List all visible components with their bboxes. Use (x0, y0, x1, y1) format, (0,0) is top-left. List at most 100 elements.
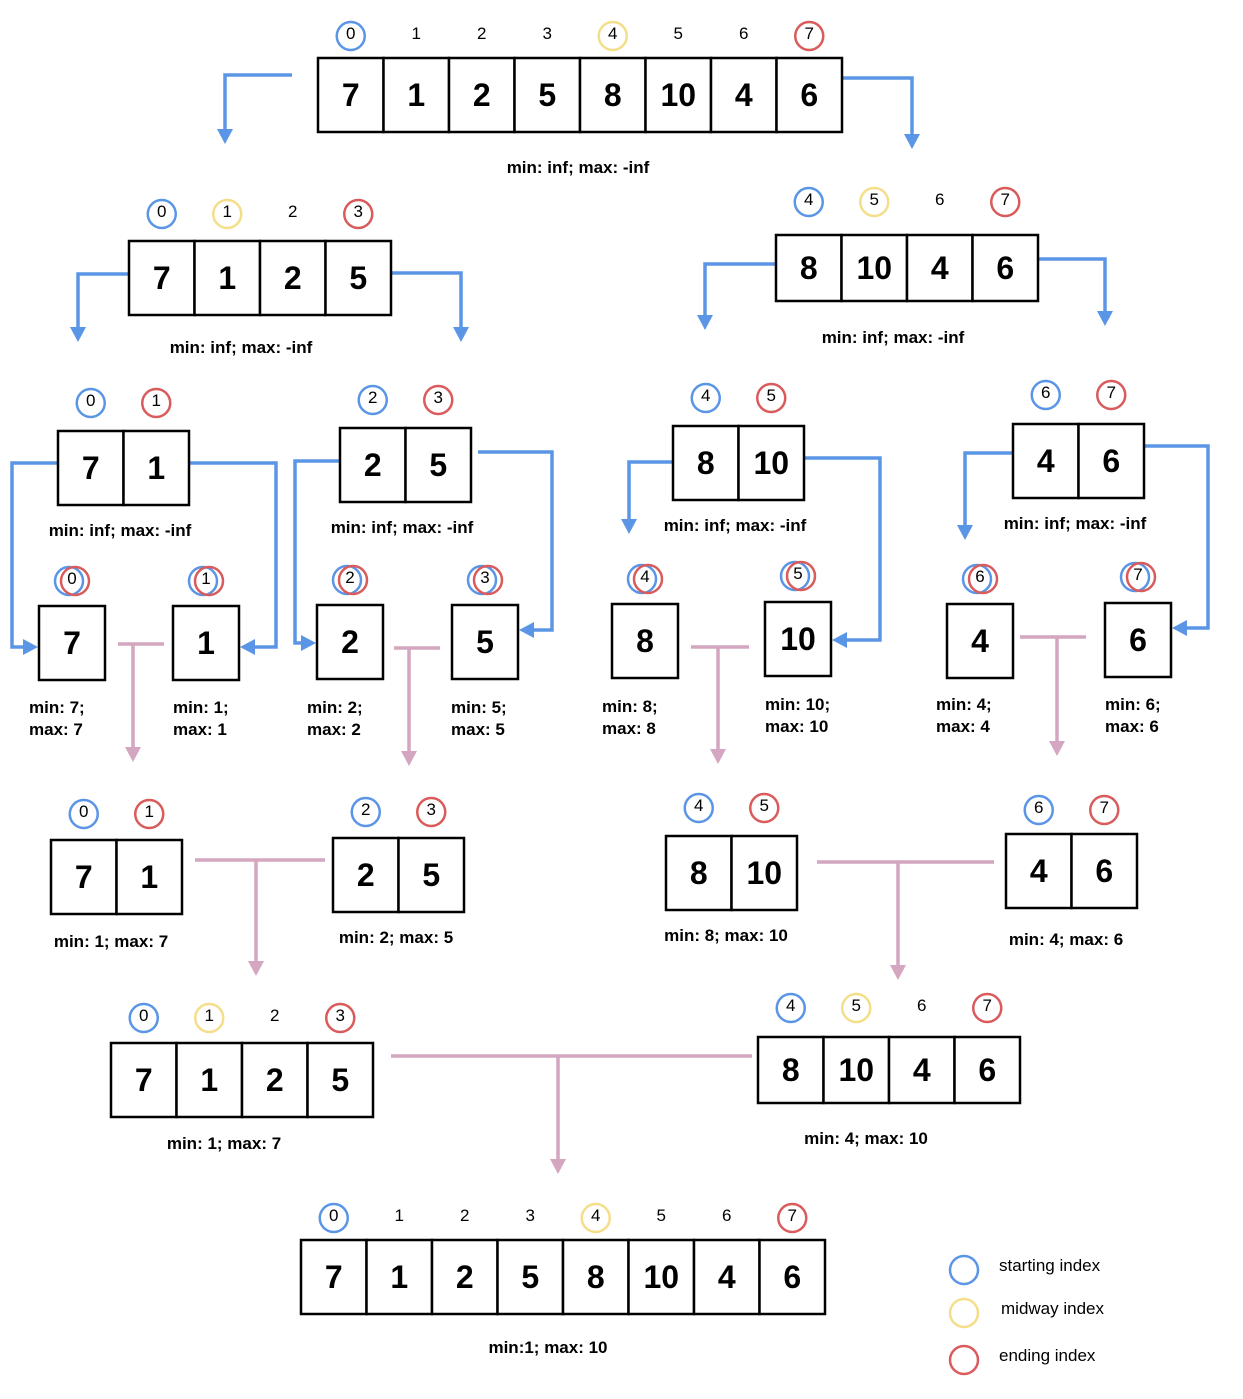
start-index-marker (690, 382, 721, 414)
end-index-marker (794, 20, 825, 52)
cell-value: 4 (971, 623, 989, 659)
array-cell (299, 1238, 368, 1316)
end-index-marker (59, 565, 91, 597)
minmax-label: min: inf; max: -inf (49, 521, 192, 540)
start-index-marker (775, 992, 806, 1024)
connector-line (478, 450, 554, 632)
minmax-label: min: 4; max: 6 (1009, 930, 1123, 949)
cell-value: 2 (341, 624, 359, 660)
array-cell (49, 838, 118, 916)
index-label: 7 (1133, 565, 1142, 584)
end-index-marker (785, 560, 817, 592)
minmax-label: min: 4;max: 4 (936, 695, 992, 736)
end-index-marker (1125, 561, 1157, 593)
cell-value: 5 (349, 260, 367, 296)
minmax-label-line: min: 10; (765, 695, 830, 714)
minmax-label-line: min: inf; max: -inf (170, 338, 313, 357)
array-cell (122, 429, 191, 507)
start-index-marker (357, 384, 388, 416)
arrow-head (125, 747, 141, 762)
index-label: 1 (145, 802, 154, 821)
cell-value: 2 (266, 1062, 284, 1098)
index-label: 3 (480, 568, 489, 587)
index-label: 5 (870, 190, 879, 209)
minmax-label: min:1; max: 10 (488, 1338, 607, 1357)
array-cell (840, 233, 909, 303)
index-label: 0 (67, 569, 76, 588)
end-index-marker (1096, 379, 1127, 411)
cell-value: 6 (978, 1052, 996, 1088)
array-cell (578, 56, 647, 134)
cell-value: 4 (735, 77, 753, 113)
minmax-label-line: min: inf; max: -inf (331, 518, 474, 537)
start-index-marker (75, 387, 106, 419)
cell-value: 2 (357, 857, 375, 893)
array-cell (306, 1041, 375, 1119)
index-label: 1 (205, 1006, 214, 1025)
array-cell (709, 56, 778, 134)
index-label: 2 (361, 800, 370, 819)
end-index-marker (777, 1202, 808, 1234)
cell-value: 2 (284, 260, 302, 296)
cell-value: 1 (390, 1259, 408, 1295)
index-label: 7 (1107, 383, 1116, 402)
mid-index-marker (597, 20, 628, 52)
cell-value: 4 (1037, 443, 1055, 479)
arrow-head (1049, 741, 1065, 756)
minmax-label: min: inf; max: -inf (1004, 514, 1147, 533)
array-cell (127, 239, 196, 317)
cell-value: 4 (718, 1259, 736, 1295)
mid-index-marker (212, 198, 243, 230)
connector-line (392, 271, 463, 338)
cell-value: 5 (538, 77, 556, 113)
cell-value: 7 (342, 77, 360, 113)
arrow-head (301, 635, 316, 651)
array-cell (822, 1035, 891, 1105)
start-index-marker (1023, 794, 1054, 826)
array-cell (561, 1238, 630, 1316)
array-cell (610, 602, 680, 680)
end-legend-label: ending index (999, 1346, 1096, 1365)
minmax-label: min: 1; max: 7 (54, 932, 168, 951)
minmax-label: min: inf; max: -inf (507, 158, 650, 177)
end-index-marker (990, 186, 1021, 218)
index-label: 4 (591, 1206, 600, 1225)
index-label: 3 (354, 202, 363, 221)
index-label: 2 (288, 202, 297, 221)
array-cell (664, 834, 733, 912)
index-label: 3 (336, 1006, 345, 1025)
index-label: 6 (935, 190, 944, 209)
legend-start: starting index (948, 1254, 1101, 1286)
minmax-label-line: max: 5 (451, 720, 505, 739)
index-label: 2 (460, 1206, 469, 1225)
arrow-head (248, 961, 264, 976)
mid-legend-label: midway index (1001, 1299, 1104, 1318)
minmax-label-line: min: 2; max: 5 (339, 928, 453, 947)
array-cell (971, 233, 1040, 303)
start-index-marker (683, 792, 714, 824)
connector-line (76, 272, 129, 338)
arrow-head (240, 639, 255, 655)
minmax-label-line: max: 4 (936, 717, 990, 736)
cell-value: 5 (476, 624, 494, 660)
array-cell (644, 56, 713, 134)
connector-line (963, 451, 1013, 536)
index-label: 0 (346, 24, 355, 43)
mid-circle-icon (948, 1297, 980, 1329)
cell-value: 7 (153, 260, 171, 296)
index-label: 5 (657, 1206, 666, 1225)
end-index-marker (134, 798, 165, 830)
arrow-head (550, 1159, 566, 1174)
cell-value: 10 (660, 77, 696, 113)
arrow-head (217, 129, 233, 144)
minmax-label-line: max: 1 (173, 720, 227, 739)
minmax-label-line: min:1; max: 10 (488, 1338, 607, 1357)
index-label: 2 (270, 1006, 279, 1025)
